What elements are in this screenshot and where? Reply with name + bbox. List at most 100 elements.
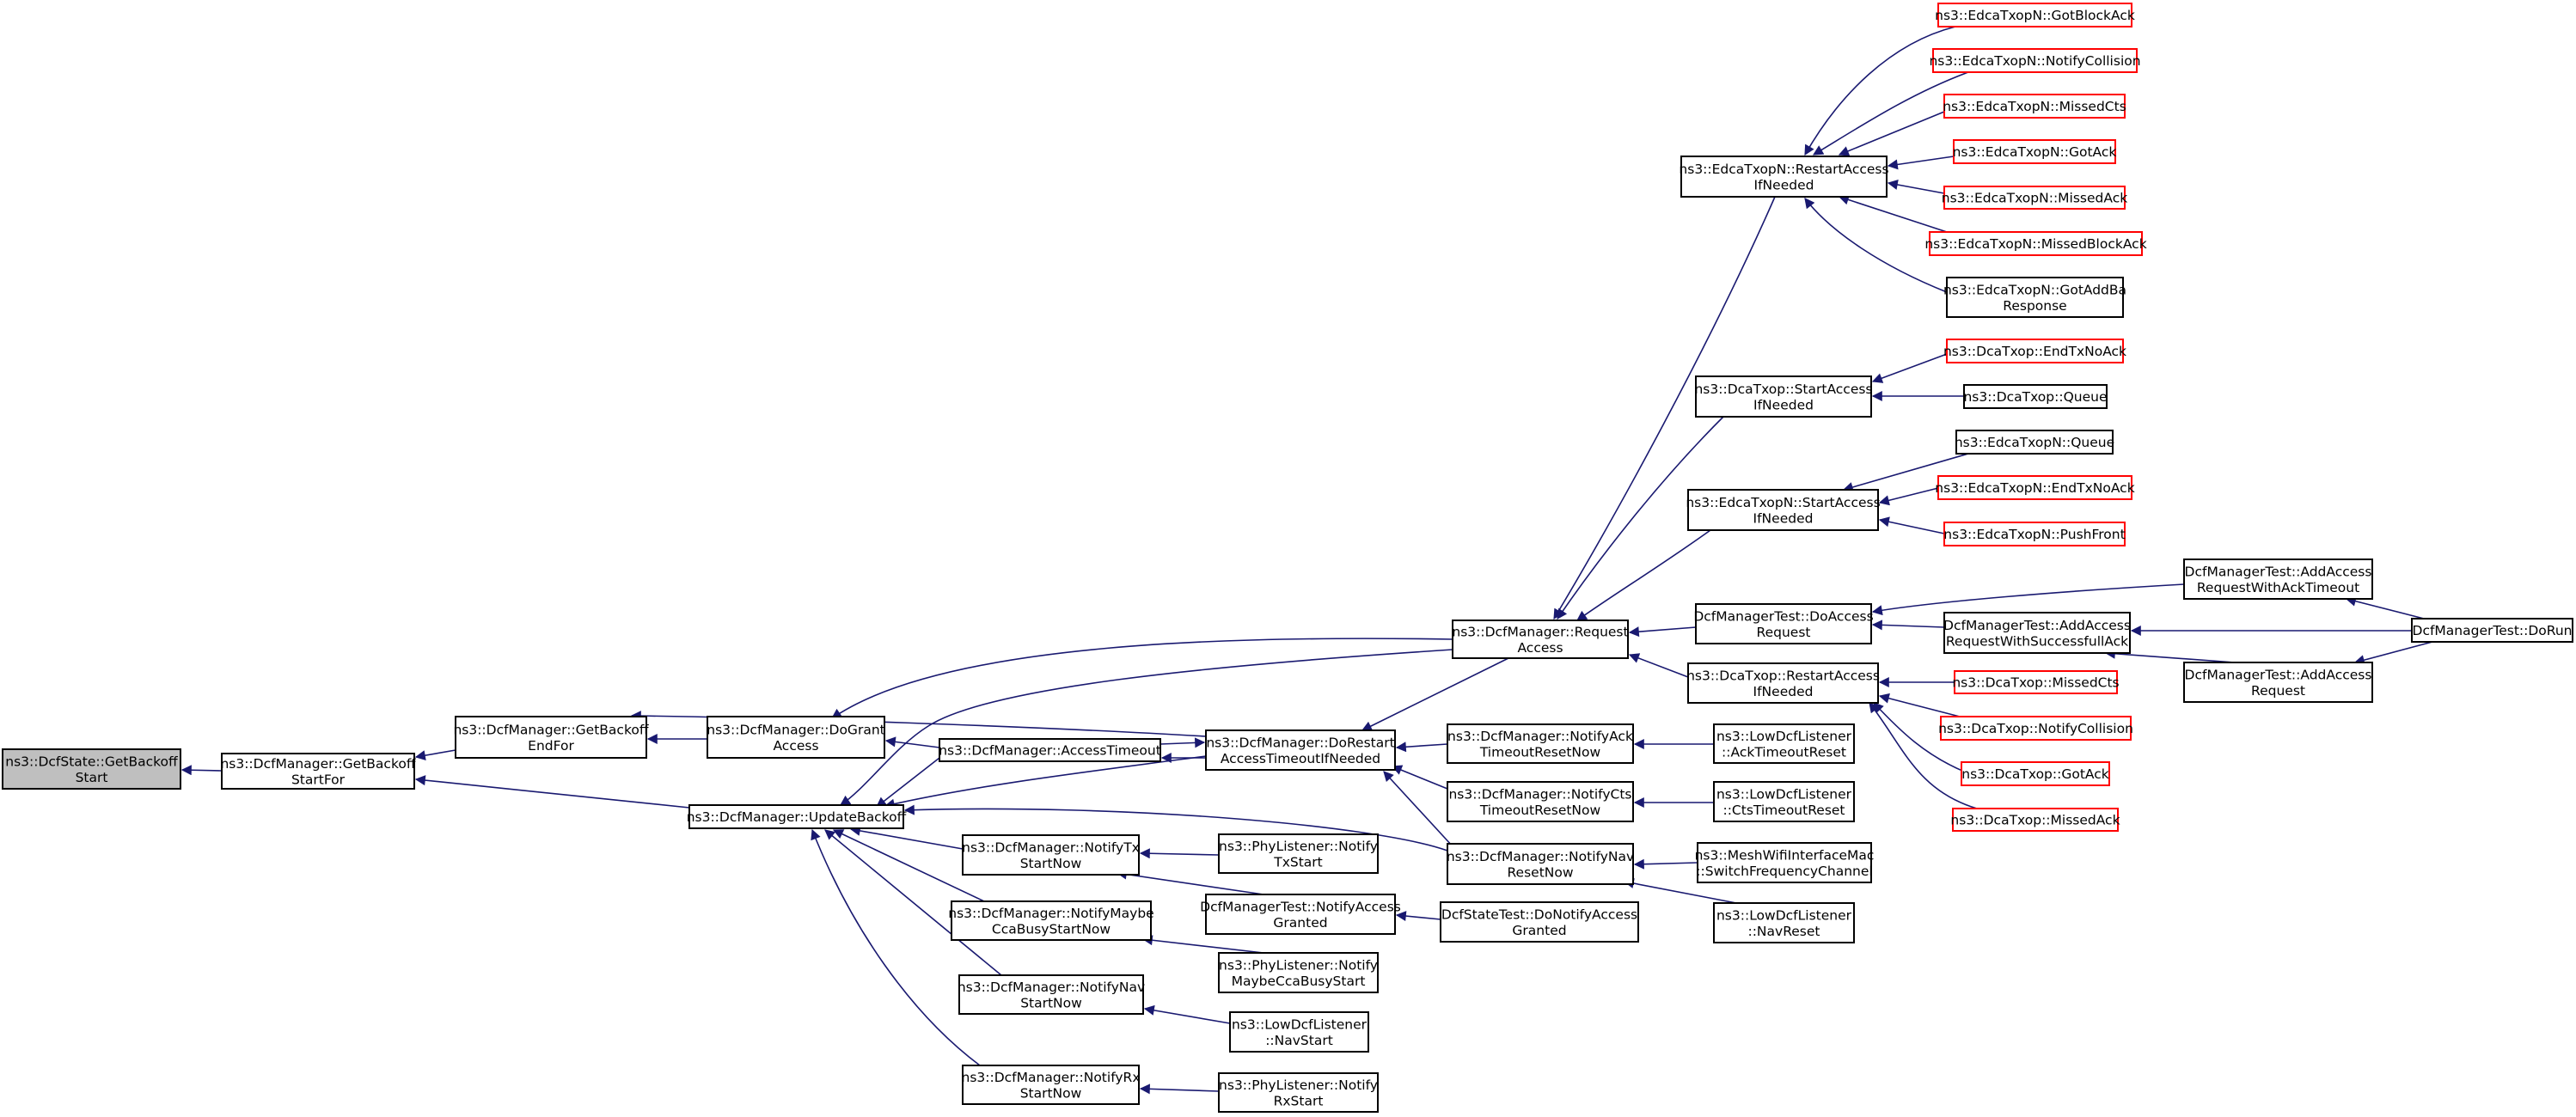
node-box: [1713, 902, 1855, 943]
node-label-line: TimeoutResetNow: [1479, 744, 1601, 760]
node-box: [707, 716, 885, 759]
edge-dcagotack-to-dcarestart: [1873, 702, 1969, 774]
node-lownavreset[interactable]: ns3::LowDcfListener::NavReset: [1713, 902, 1855, 943]
edge-dorun-to-addacktimeout: [2345, 595, 2425, 620]
edge-notifynavreset-to-updatebackoff: [903, 804, 1448, 851]
node-label-line: ns3::DcfManager::NotifyNav: [1447, 849, 1634, 864]
node-box: [2183, 662, 2373, 703]
node-dcamissedcts[interactable]: ns3::DcaTxop::MissedCts: [1952, 670, 2120, 694]
node-gotack[interactable]: ns3::EdcaTxopN::GotAck: [1953, 139, 2117, 164]
edge-missedack-to-edcarestart: [1887, 180, 1945, 194]
node-label-line: DcfManagerTest::DoRun: [2413, 623, 2573, 638]
node-phymaybe[interactable]: ns3::PhyListener::NotifyMaybeCcaBusyStar…: [1218, 952, 1379, 993]
node-notifycollision[interactable]: ns3::EdcaTxopN::NotifyCollision: [1929, 48, 2141, 73]
node-lowack[interactable]: ns3::LowDcfListener::AckTimeoutReset: [1713, 723, 1855, 764]
node-dcanotifycollision[interactable]: ns3::DcaTxop::NotifyCollision: [1938, 716, 2133, 741]
edge-notifymaybe-to-updatebackoff: [832, 829, 985, 902]
node-box: [1695, 375, 1872, 418]
node-notifymaybe[interactable]: ns3::DcfManager::NotifyMaybeCcaBusyStart…: [948, 900, 1154, 941]
edge-accesstimeout-to-dogrant: [884, 736, 940, 748]
node-box: [1932, 48, 2138, 73]
node-label-line: ns3::EdcaTxopN::EndTxNoAck: [1935, 480, 2134, 496]
node-missedcts[interactable]: ns3::EdcaTxopN::MissedCts: [1943, 94, 2126, 119]
edge-requestaccess-to-dorestart: [1361, 657, 1509, 731]
node-label-line: StartNow: [1020, 856, 1082, 871]
edge-notifycollision-to-edcarestart: [1812, 71, 1969, 156]
edge-phytx-to-notifytx: [1139, 848, 1220, 859]
node-dorun[interactable]: DcfManagerTest::DoRun: [2411, 618, 2573, 643]
node-updatebackoff[interactable]: ns3::DcfManager::UpdateBackoff: [687, 804, 907, 829]
edges-layer: [181, 26, 2433, 1095]
node-label-line: ::NavStart: [1265, 1033, 1333, 1048]
node-edcapushfront[interactable]: ns3::EdcaTxopN::PushFront: [1943, 522, 2126, 546]
node-label-line: ns3::DcfManager::DoGrant: [707, 722, 884, 737]
node-label-line: ::SwitchFrequencyChannel: [1696, 864, 1872, 879]
node-box: [1447, 781, 1634, 822]
node-addacktimeout[interactable]: DcfManagerTest::AddAccessRequestWithAckT…: [2183, 558, 2373, 600]
node-dorestart[interactable]: ns3::DcfManager::DoRestartAccessTimeoutI…: [1205, 729, 1396, 771]
node-label-line: ns3::DcaTxop::MissedCts: [1952, 675, 2119, 691]
node-label-line: DcfStateTest::DoNotifyAccess: [1441, 906, 1637, 922]
node-label-line: CcaBusyStartNow: [992, 921, 1111, 937]
node-lowcts[interactable]: ns3::LowDcfListener::CtsTimeoutReset: [1713, 781, 1855, 822]
node-dcagotack[interactable]: ns3::DcaTxop::GotAck: [1961, 761, 2110, 786]
edge-gotack-to-edcarestart: [1887, 156, 1955, 170]
node-label-line: ns3::EdcaTxopN::MissedAck: [1942, 191, 2127, 206]
node-label-line: ns3::DcfManager::NotifyAck: [1447, 729, 1633, 744]
edge-missedblockack-to-edcarestart: [1838, 194, 1948, 233]
node-box: [1695, 603, 1872, 644]
node-label-line: DcfManagerTest::AddAccess: [2185, 667, 2372, 682]
node-dcaqueue[interactable]: ns3::DcaTxop::Queue: [1963, 384, 2108, 409]
node-label-line: StartNow: [1020, 995, 1082, 1010]
node-box: [1218, 952, 1379, 993]
node-addsuccessful[interactable]: DcfManagerTest::AddAccessRequestWithSucc…: [1943, 612, 2131, 654]
node-box: [1943, 522, 2126, 546]
node-label-line: ns3::LowDcfListener: [1716, 786, 1852, 802]
node-box: [2411, 618, 2573, 643]
node-missedack[interactable]: ns3::EdcaTxopN::MissedAck: [1942, 186, 2127, 210]
node-edcaendtx[interactable]: ns3::EdcaTxopN::EndTxNoAck: [1935, 475, 2135, 500]
node-box: [1953, 139, 2116, 164]
node-lownavstart[interactable]: ns3::LowDcfListener::NavStart: [1229, 1011, 1369, 1053]
node-label-line: Request: [1757, 625, 1811, 640]
node-notifyack[interactable]: ns3::DcfManager::NotifyAckTimeoutResetNo…: [1447, 723, 1634, 764]
node-box: [1963, 384, 2108, 409]
node-label-line: ns3::DcfManager::NotifyRx: [962, 1070, 1141, 1085]
node-edcaqueue[interactable]: ns3::EdcaTxopN::Queue: [1955, 430, 2114, 455]
node-label-line: Start: [76, 770, 108, 785]
edge-phyrx-to-notifyrx: [1139, 1083, 1220, 1095]
edge-dorestart-to-updatebackoff: [884, 755, 1207, 809]
node-meshswitch[interactable]: ns3::MeshWifiInterfaceMac::SwitchFrequen…: [1695, 842, 1875, 883]
edge-notifynavreset-to-dorestart: [1383, 771, 1453, 847]
node-label-line: EndFor: [528, 738, 574, 754]
node-dcaendtx[interactable]: ns3::DcaTxop::EndTxNoAck: [1943, 339, 2126, 363]
node-label-line: RxStart: [1274, 1093, 1324, 1108]
node-notifycts[interactable]: ns3::DcfManager::NotifyCtsTimeoutResetNo…: [1447, 781, 1634, 822]
node-missedblockack[interactable]: ns3::EdcaTxopN::MissedBlockAck: [1924, 231, 2147, 256]
node-dcamissedack[interactable]: ns3::DcaTxop::MissedAck: [1950, 808, 2120, 832]
node-accesstimeout[interactable]: ns3::DcfManager::AccessTimeout: [939, 738, 1161, 762]
edge-phymaybe-to-notifymaybe: [1141, 935, 1264, 954]
node-gotblockack[interactable]: ns3::EdcaTxopN::GotBlockAck: [1935, 3, 2135, 27]
edge-statedonotify-to-testnotifygranted: [1395, 911, 1441, 922]
